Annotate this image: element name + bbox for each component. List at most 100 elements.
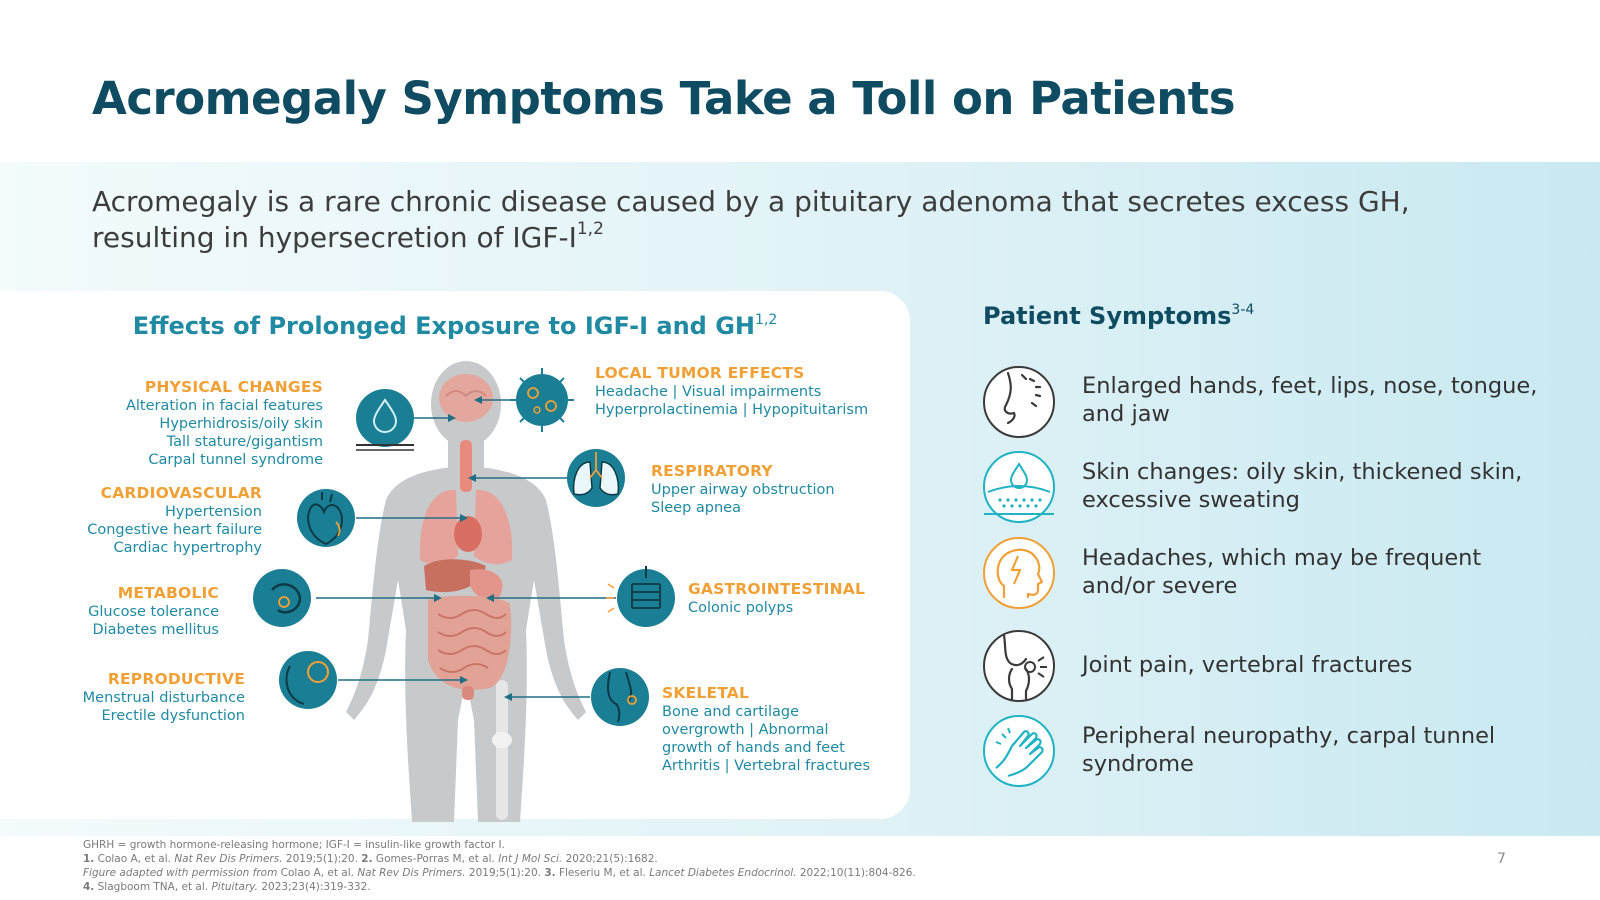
symptom-text: Skin changes: oily skin, thickened skin,… [1082,458,1572,514]
ref-text: 2022;10(11):804-826. [796,867,916,879]
effects-title-text: Effects of Prolonged Exposure to IGF-I a… [132,312,755,340]
face-profile-icon [983,366,1055,438]
skeletal-line: Arthritis | Vertebral fractures [662,758,871,774]
footnote-abbrev: GHRH = growth hormone-releasing hormone;… [83,839,505,851]
local-tumor-effects-line: Hyperprolactinemia | Hypopituitarism [595,402,869,418]
symptom-line: and jaw [1082,401,1170,427]
ref-journal: Nat Rev Dis Primers. [174,853,283,865]
symptom-text: Joint pain, vertebral fractures [1082,651,1572,679]
symptom-line: Headaches, which may be frequent [1082,545,1482,571]
ref-text: Gomes-Porras M, et al. [372,853,499,865]
knee-joint-icon [983,630,1055,702]
ref-text: 2019;5(1):20. [465,867,545,879]
lungs-organ-icon [567,449,625,507]
ref-text: 2019;5(1):20. [282,853,362,865]
cardiovascular-group: CARDIOVASCULAR Hypertension Congestive h… [87,484,262,557]
headache-icon [983,537,1055,609]
cardiovascular-line: Hypertension [164,504,262,520]
footnote-ref-4: 4. Slagboom TNA, et al. Pituitary. 2023;… [83,880,916,894]
patient-symptoms-title: Patient Symptoms3-4 [983,302,1254,330]
pancreas-organ-icon [253,569,311,627]
ref-journal: Lancet Diabetes Endocrinol. [649,867,797,879]
gastrointestinal-group: GASTROINTESTINAL Colonic polyps [688,580,865,617]
ref-number: 4. [83,881,95,893]
physical-changes-group: PHYSICAL CHANGES Alteration in facial fe… [126,378,323,469]
local-tumor-effects-line: Headache | Visual impairments [595,384,822,400]
gastrointestinal-line: Colonic polyps [688,600,794,616]
metabolic-line: Glucose tolerance [88,604,219,620]
symptom-line: Joint pain, vertebral fractures [1082,652,1413,678]
ref-number: 2. [361,853,373,865]
intestine-organ-icon [606,566,675,627]
physical-changes-heading: PHYSICAL CHANGES [144,378,323,396]
symptom-text: Peripheral neuropathy, carpal tunnel syn… [1082,722,1572,778]
intro-ref: 1,2 [576,219,604,239]
slide-title: Acromegaly Symptoms Take a Toll on Patie… [92,72,1236,125]
ref-journal: Nat Rev Dis Primers. [357,867,466,879]
tumor-organ-icon [510,368,574,432]
symptom-line: Skin changes: oily skin, thickened skin, [1082,459,1523,485]
respiratory-heading: RESPIRATORY [651,462,773,480]
knee-organ-icon [591,668,649,726]
effects-title-ref: 1,2 [755,312,778,328]
symptom-line: Enlarged hands, feet, lips, nose, tongue… [1082,373,1538,399]
physical-changes-line: Hyperhidrosis/oily skin [159,416,323,432]
symptom-line: syndrome [1082,751,1194,777]
ref-journal: Pituitary. [211,881,259,893]
ref-text: 2023;23(4):319-332. [258,881,371,893]
reproductive-line: Erectile dysfunction [101,708,245,724]
cardiovascular-line: Congestive heart failure [87,522,262,538]
symptom-text: Enlarged hands, feet, lips, nose, tongue… [1082,372,1572,428]
skeletal-group: SKELETAL Bone and cartilage overgrowth |… [662,684,870,775]
intro-text: Acromegaly is a rare chronic disease cau… [92,184,1452,256]
symptom-text: Headaches, which may be frequent and/or … [1082,544,1572,600]
patient-symptoms-ref: 3-4 [1231,302,1255,318]
ref-number: 3. [544,867,556,879]
skeletal-line: growth of hands and feet [662,740,845,756]
connector-arrowheads [434,396,512,701]
local-tumor-effects-heading: LOCAL TUMOR EFFECTS [595,364,805,382]
footnote-refs-adapted-3: Figure adapted with permission from Cola… [83,866,916,880]
internal-organs [419,374,513,700]
physical-changes-line: Alteration in facial features [125,398,323,414]
reproductive-group: REPRODUCTIVE Menstrual disturbance Erect… [83,670,245,725]
physical-changes-line: Tall stature/gigantism [166,434,323,450]
symptom-line: and/or severe [1082,573,1238,599]
metabolic-line: Diabetes mellitus [92,622,219,638]
footnote-refs-1-2: 1. Colao A, et al. Nat Rev Dis Primers. … [83,852,916,866]
ref-text: Fleseriu M, et al. [555,867,650,879]
intro-sentence: Acromegaly is a rare chronic disease cau… [92,185,1410,254]
adapted-note: Figure adapted with permission from [83,867,278,879]
symptom-line: excessive sweating [1082,487,1300,513]
hand-tingling-icon [983,715,1055,787]
respiratory-line: Upper airway obstruction [651,482,835,498]
effects-title: Effects of Prolonged Exposure to IGF-I a… [0,312,910,340]
metabolic-group: METABOLIC Glucose tolerance Diabetes mel… [88,584,219,639]
symptom-line: Peripheral neuropathy, carpal tunnel [1082,723,1496,749]
local-tumor-effects-group: LOCAL TUMOR EFFECTS Headache | Visual im… [595,364,868,419]
patient-symptoms-title-text: Patient Symptoms [983,302,1232,330]
ref-text: Slagboom TNA, et al. [94,881,212,893]
page-number: 7 [1497,851,1506,867]
cardiovascular-line: Cardiac hypertrophy [113,540,262,556]
connector-lines [316,399,616,698]
respiratory-group: RESPIRATORY Upper airway obstruction Sle… [651,462,835,517]
skeletal-line: overgrowth | Abnormal [662,722,829,738]
heart-organ-icon [297,489,355,547]
physical-changes-line: Carpal tunnel syndrome [148,452,323,468]
skin-droplet-organ-icon [356,389,414,451]
ref-journal: Int J Mol Sci. [498,853,563,865]
ref-text: Colao A, et al. [94,853,175,865]
gastrointestinal-heading: GASTROINTESTINAL [688,580,866,598]
skeletal-heading: SKELETAL [662,684,750,702]
metabolic-heading: METABOLIC [117,584,219,602]
reproductive-heading: REPRODUCTIVE [107,670,245,688]
ovary-organ-icon [279,651,337,709]
skin-droplet-icon [983,451,1055,523]
skeletal-line: Bone and cartilage [662,704,799,720]
ref-number: 1. [83,853,95,865]
ref-text: Colao A, et al. [277,867,358,879]
footnotes: GHRH = growth hormone-releasing hormone;… [83,838,916,894]
ref-text: 2020;21(5):1682. [562,853,658,865]
